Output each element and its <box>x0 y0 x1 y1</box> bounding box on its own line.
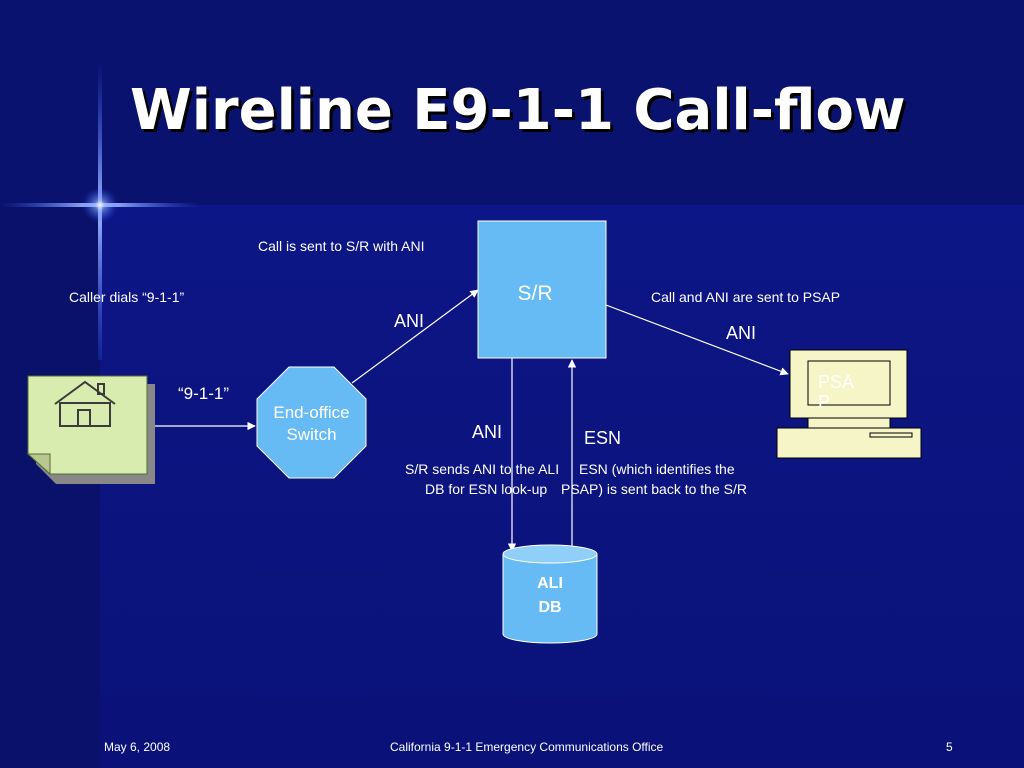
sr-sends-note: S/R sends ANI to the ALI DB for ESN look… <box>405 459 559 499</box>
switch-label-line1: End-office <box>273 403 350 422</box>
footer-center: California 9-1-1 Emergency Communication… <box>390 740 664 754</box>
sr-sends-line2: DB for ESN look-up <box>425 481 548 497</box>
psap-label: PSA P <box>818 372 854 412</box>
psap-label-line1: PSA <box>818 372 855 392</box>
ali-label-line1: ALI <box>537 575 563 592</box>
ani-to-ali-label: ANI <box>472 422 503 442</box>
switch-label: End-office Switch <box>257 402 366 446</box>
switch-octagon <box>256 366 367 479</box>
esn-identifies-line2: PSAP) is sent back to the S/R <box>561 481 747 497</box>
ali-db-cylinder <box>502 544 598 644</box>
sr-sends-line1: S/R sends ANI to the ALI <box>405 461 560 477</box>
call-ani-psap-note: Call and ANI are sent to PSAP <box>651 289 841 305</box>
ali-label-line2: DB <box>538 599 562 616</box>
call-sent-sr-note: Call is sent to S/R with ANI <box>258 238 425 254</box>
slide-title: Wireline E9-1-1 Call-flow <box>130 78 906 143</box>
ani-to-sr-label: ANI <box>394 311 425 331</box>
arrow-switch-to-sr <box>351 289 479 384</box>
ali-label: ALI DB <box>503 572 597 620</box>
psap-label-line2: P <box>818 392 831 412</box>
footer-date: May 6, 2008 <box>104 740 171 754</box>
house-icon <box>26 375 155 484</box>
title-band <box>0 0 1024 205</box>
caller-dials-note: Caller dials “9-1-1” <box>69 289 185 305</box>
left-band <box>0 205 100 768</box>
switch-label-line2: Switch <box>286 425 337 444</box>
ani-to-psap-label: ANI <box>726 323 757 343</box>
esn-identifies-note: ESN (which identifies the PSAP) is sent … <box>561 459 747 499</box>
sr-label: S/R <box>517 282 553 305</box>
arrow-sr-to-psap <box>605 304 789 376</box>
psap-computer <box>776 349 922 459</box>
esn-identifies-line1: ESN (which identifies the <box>579 461 735 477</box>
sr-box <box>477 220 607 359</box>
esn-to-sr-label: ESN <box>584 428 622 448</box>
sparkle-decoration <box>0 60 200 360</box>
footer-page-number: 5 <box>946 740 953 754</box>
dial-digits-label: “9-1-1” <box>178 384 230 403</box>
